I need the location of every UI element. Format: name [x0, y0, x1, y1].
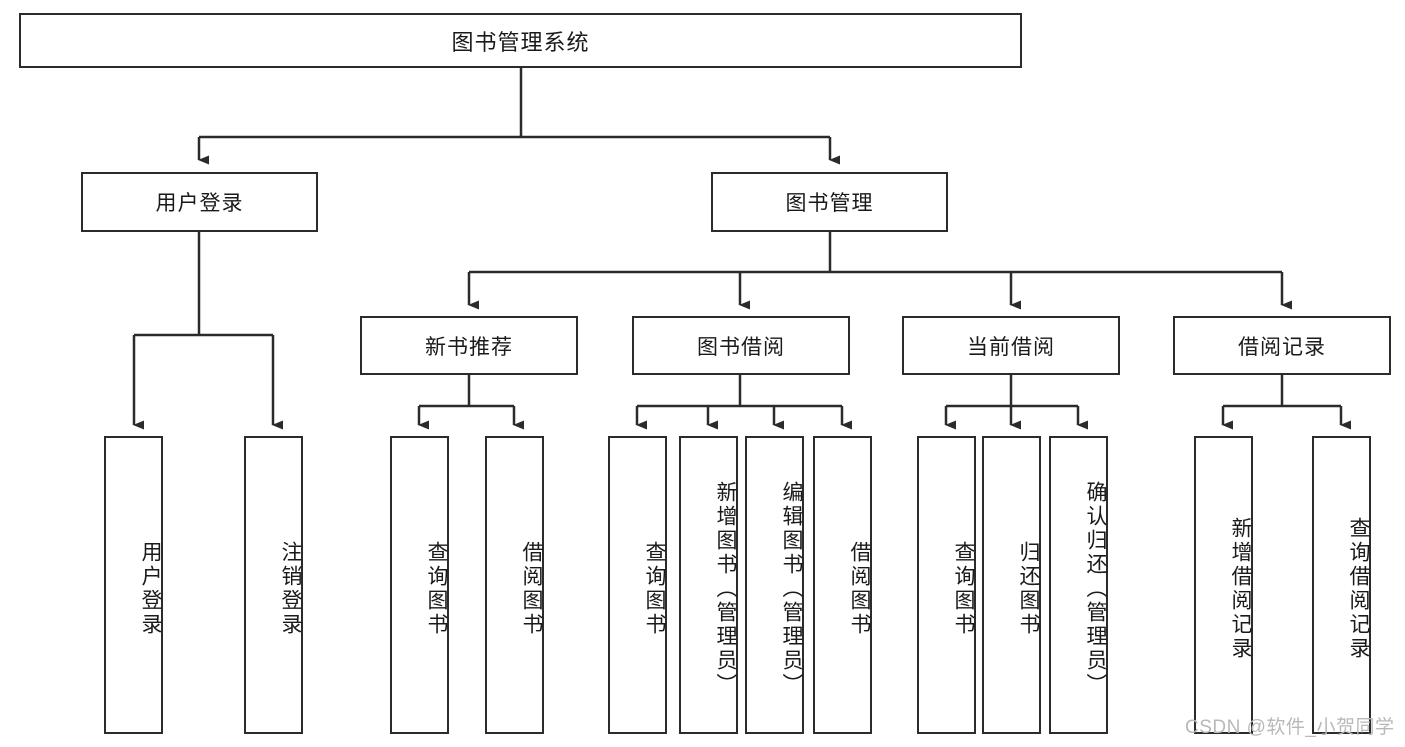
leaf-book-borrow-3[interactable]: 编辑图书（管理员）	[745, 436, 804, 734]
leaf-current-borrow-2[interactable]: 归还图书	[982, 436, 1041, 734]
leaf-book-borrow-4[interactable]: 借阅图书	[813, 436, 872, 734]
node-user-login[interactable]: 用户登录	[81, 172, 318, 232]
leaf-borrow-record-1-label: 新增借阅记录	[1229, 517, 1252, 661]
leaf-book-borrow-2[interactable]: 新增图书（管理员）	[679, 436, 738, 734]
leaf-book-borrow-3-label: 编辑图书（管理员）	[780, 481, 803, 697]
leaf-borrow-record-1[interactable]: 新增借阅记录	[1194, 436, 1253, 734]
watermark-text: CSDN @软件_小贺同学	[1185, 717, 1395, 738]
node-new-book[interactable]: 新书推荐	[360, 316, 578, 375]
node-book-manage[interactable]: 图书管理	[711, 172, 948, 232]
node-book-manage-label: 图书管理	[785, 192, 874, 215]
leaf-new-book-2-label: 借阅图书	[520, 541, 543, 637]
leaf-borrow-record-2-label: 查询借阅记录	[1347, 517, 1370, 661]
leaf-user-login-1[interactable]: 用户登录	[104, 436, 163, 734]
leaf-current-borrow-1-label: 查询图书	[952, 541, 975, 637]
leaf-book-borrow-4-label: 借阅图书	[848, 541, 871, 637]
leaf-current-borrow-2-label: 归还图书	[1017, 541, 1040, 637]
node-new-book-label: 新书推荐	[425, 335, 513, 359]
leaf-current-borrow-1[interactable]: 查询图书	[917, 436, 976, 734]
leaf-new-book-1[interactable]: 查询图书	[390, 436, 449, 734]
node-borrow-record[interactable]: 借阅记录	[1173, 316, 1391, 375]
node-book-borrow[interactable]: 图书借阅	[632, 316, 850, 375]
node-current-borrow[interactable]: 当前借阅	[902, 316, 1120, 375]
leaf-user-login-2[interactable]: 注销登录	[244, 436, 303, 734]
leaf-current-borrow-3-label: 确认归还（管理员）	[1084, 481, 1107, 697]
leaf-user-login-1-label: 用户登录	[139, 541, 162, 637]
node-root-label: 图书管理系统	[451, 29, 590, 55]
node-borrow-record-label: 借阅记录	[1238, 335, 1326, 359]
leaf-book-borrow-2-label: 新增图书（管理员）	[714, 481, 737, 697]
leaf-book-borrow-1[interactable]: 查询图书	[608, 436, 667, 734]
node-root[interactable]: 图书管理系统	[19, 13, 1022, 68]
leaf-current-borrow-3[interactable]: 确认归还（管理员）	[1049, 436, 1108, 734]
leaf-new-book-2[interactable]: 借阅图书	[485, 436, 544, 734]
leaf-new-book-1-label: 查询图书	[425, 541, 448, 637]
leaf-book-borrow-1-label: 查询图书	[643, 541, 666, 637]
node-current-borrow-label: 当前借阅	[967, 335, 1055, 359]
leaf-user-login-2-label: 注销登录	[279, 541, 302, 637]
node-user-login-label: 用户登录	[155, 192, 244, 215]
node-book-borrow-label: 图书借阅	[697, 335, 785, 359]
leaf-borrow-record-2[interactable]: 查询借阅记录	[1312, 436, 1371, 734]
